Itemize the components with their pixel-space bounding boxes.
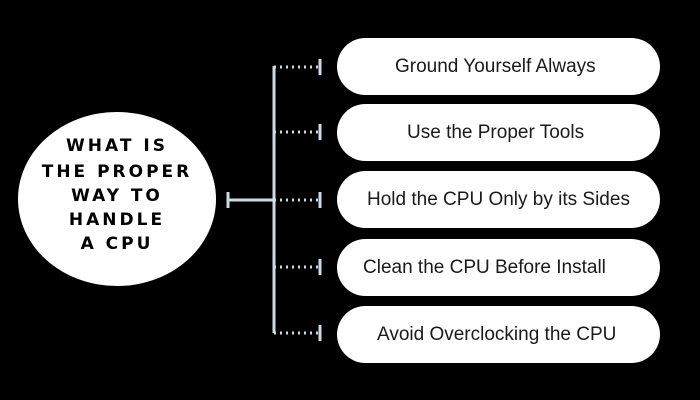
central-topic-line: WAY TO [71,186,163,206]
step-label: Use the Proper Tools [407,122,585,143]
step-pill: Ground Yourself Always [337,38,660,95]
step-label: Hold the CPU Only by its Sides [367,189,630,210]
branch-connector [274,325,322,341]
step-pill: Hold the CPU Only by its Sides [337,171,660,228]
branch-connector [274,259,322,275]
step-pill: Use the Proper Tools [337,104,660,161]
branch-connector [274,59,322,75]
central-topic-line: HANDLE [68,210,166,230]
branch-connector [274,124,322,140]
central-topic-line: A CPU [80,234,154,254]
step-pill: Avoid Overclocking the CPU [337,306,660,363]
step-label: Ground Yourself Always [395,56,596,77]
branch-connector [274,192,322,208]
step-label: Avoid Overclocking the CPU [377,324,617,345]
step-pill: Clean the CPU Before Install [337,239,660,296]
central-topic-line: WHAT IS [66,136,168,156]
central-topic-line: THE PROPER [41,162,193,182]
central-topic-circle [18,112,216,286]
step-label: Clean the CPU Before Install [363,257,606,278]
